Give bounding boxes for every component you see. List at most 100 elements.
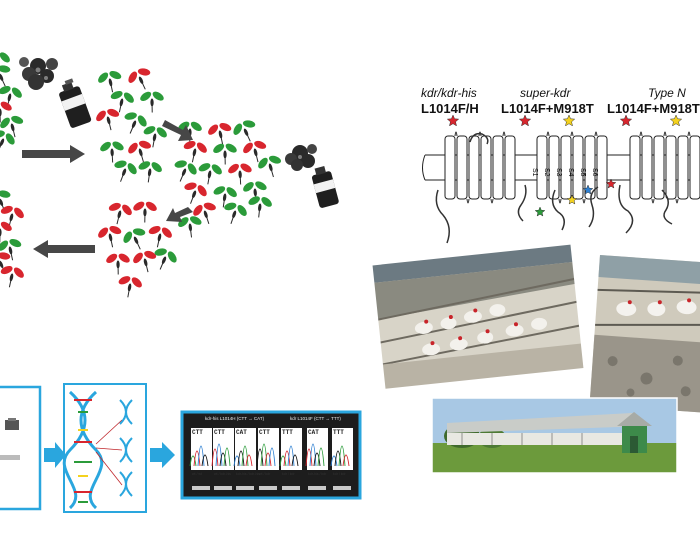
mosquito-icon — [103, 198, 136, 228]
transmembrane-segment — [504, 135, 516, 200]
transmembrane-segment — [596, 135, 608, 200]
blue-arrow — [150, 442, 175, 468]
mutation-genotype-label: super-kdr — [520, 86, 571, 100]
transmembrane-segment — [548, 135, 560, 200]
gel-band — [333, 486, 351, 490]
transmembrane-segment — [492, 135, 504, 200]
genotype-label: kdr-his / kdr — [308, 472, 327, 476]
gel-band — [236, 486, 254, 490]
dna-helix-icon — [62, 390, 133, 510]
assay-header-right: kdr L1014F (CTT → TTT) — [290, 416, 341, 421]
gel-band — [259, 486, 277, 490]
flask-icon — [0, 418, 20, 460]
poultry-cages-photo — [371, 243, 585, 390]
mutation-star-icon — [566, 194, 578, 205]
mutation-star-icon — [619, 114, 633, 127]
cycle-arrow-right — [22, 145, 85, 163]
genotype-label: kdr-his / kdr-his — [236, 472, 260, 476]
mosquito-icon — [130, 199, 160, 224]
mosquito-icon — [253, 151, 287, 182]
mutation-genotype-label: kdr/kdr-his — [421, 86, 477, 100]
mosquito-icon — [0, 246, 18, 280]
genotype-label: kdr / kdr — [333, 472, 346, 476]
transmembrane-segment — [641, 135, 653, 200]
genotype-label: wt / kdr — [259, 472, 271, 476]
gel-band — [308, 486, 326, 490]
transmembrane-segment — [456, 135, 468, 200]
sodium-channel-diagram — [422, 131, 700, 244]
mutation-substitution-label: L1014F+M918T — [607, 101, 700, 116]
mutation-substitution-label: L1014F+M918T — [501, 101, 594, 116]
mutation-genotype-label: Type N — [648, 86, 686, 100]
mosquito-icon — [0, 111, 29, 141]
transmembrane-segment — [468, 135, 480, 200]
dna-panel — [63, 383, 147, 513]
codon-label: CTT — [259, 429, 270, 436]
codon-label: CTT — [192, 429, 203, 436]
mutation-stars — [446, 114, 683, 217]
transmembrane-segment — [653, 135, 665, 200]
mosquito-icon — [217, 197, 252, 229]
mosquito-icon — [225, 160, 255, 186]
transmembrane-segment — [629, 135, 641, 200]
mutation-star-icon — [446, 114, 460, 127]
mosquito-icon — [143, 221, 176, 251]
segment-label: S2 — [543, 168, 550, 177]
transmembrane-segment — [480, 135, 492, 200]
poultry-cages-closeup-photo — [589, 254, 700, 413]
cycle-arrows — [22, 120, 193, 258]
mosquito-icon — [94, 221, 127, 251]
mutation-star-icon — [562, 114, 576, 127]
assay-header-left: kdr-his L1014H (CTT → CAT) — [205, 416, 265, 421]
transmembrane-segment — [560, 135, 572, 200]
chromatogram-traces — [189, 428, 353, 490]
mosquito-icon — [0, 124, 20, 158]
transmembrane-segment — [665, 135, 677, 200]
mosquito-icon — [123, 136, 157, 167]
mosquito-icon — [0, 261, 28, 291]
transmembrane-segment — [572, 135, 584, 200]
codon-label: CAT — [308, 429, 319, 436]
chromatogram-lane — [307, 428, 328, 470]
mosquito-icon — [210, 141, 240, 166]
insecticide-spray-can-icon — [19, 57, 92, 128]
cycle-arrow-down-left — [166, 207, 193, 222]
mosquito-icon — [97, 138, 127, 164]
mosquito-icon — [92, 104, 125, 134]
sample-panel — [0, 385, 42, 511]
mosquito-icon — [137, 89, 167, 114]
mutation-star-icon — [605, 178, 617, 189]
segment-label: S5 — [579, 168, 586, 177]
gel-band — [192, 486, 210, 490]
poultry-farm-shed-photo — [431, 397, 678, 474]
mosquito-icon — [147, 242, 182, 276]
segment-label: S3 — [555, 168, 562, 177]
mosquito-icon — [194, 159, 226, 188]
mutation-star-icon — [534, 206, 546, 217]
cycle-arrow-left — [33, 240, 95, 258]
molecular-workflow — [0, 383, 362, 513]
mutation-substitution-label: L1014F/H — [421, 101, 479, 116]
transmembrane-segment — [536, 135, 548, 200]
segment-label: S4 — [567, 168, 574, 177]
mosquito-icon — [94, 66, 127, 96]
codon-label: TTT — [282, 429, 293, 436]
blue-arrow — [44, 442, 66, 468]
mosquito-icon — [244, 192, 275, 220]
mosquito-icon — [114, 272, 146, 301]
segment-label: S6 — [591, 168, 598, 177]
insecticide-spray-can-icon — [285, 144, 339, 208]
cycle-arrow-down-right — [162, 120, 193, 141]
mutation-star-icon — [669, 114, 683, 127]
transmembrane-segment — [677, 135, 689, 200]
mutation-star-icon — [582, 184, 594, 195]
mutation-star-icon — [518, 114, 532, 127]
chromatogram-lane — [258, 428, 279, 470]
chromatogram-lane — [213, 428, 234, 470]
gel-band — [214, 486, 232, 490]
mosquito-icon — [123, 62, 158, 96]
codon-label: CTT — [214, 429, 225, 436]
transmembrane-segment — [689, 135, 700, 200]
mosquito-icon — [167, 154, 202, 188]
